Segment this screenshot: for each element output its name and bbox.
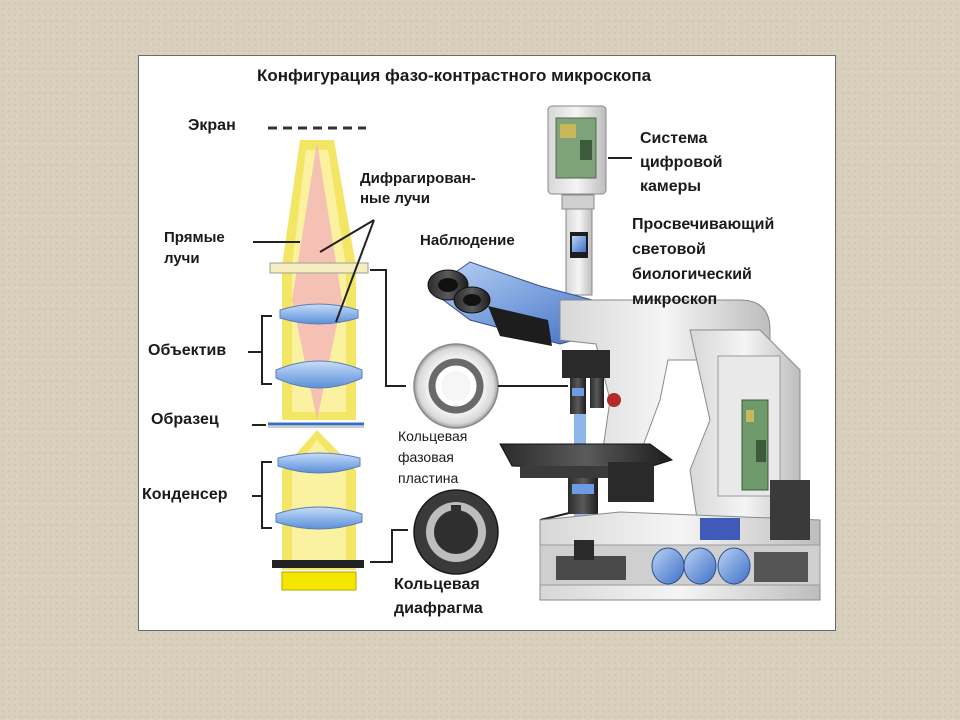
- label-screen: Экран: [188, 117, 236, 134]
- label-annular-line1: Кольцевая: [394, 576, 480, 593]
- objective-bracket: [261, 315, 272, 385]
- light-source: [281, 571, 357, 591]
- label-observation: Наблюдение: [420, 232, 515, 249]
- optical-schematic: [248, 126, 408, 591]
- annular-diaphragm-ring: [413, 489, 499, 575]
- diagram-title: Конфигурация фазо-контрастного микроскоп…: [257, 66, 652, 85]
- label-microscope-line4: микроскоп: [632, 291, 718, 308]
- label-microscope-line3: биологический: [632, 266, 752, 283]
- condenser-lens-bottom: [275, 506, 363, 530]
- diffracted-cone: [292, 142, 342, 420]
- label-specimen: Образец: [151, 411, 219, 428]
- label-phase-plate-line2: фазовая: [398, 449, 454, 465]
- label-microscope-line1: Просвечивающий: [632, 216, 775, 233]
- label-microscope-line2: световой: [632, 241, 706, 258]
- objective-lens-bottom: [275, 360, 363, 389]
- label-condenser: Конденсер: [142, 486, 228, 503]
- diaphragm-bar: [272, 560, 364, 568]
- objective-lens-top: [279, 303, 359, 325]
- label-diffracted-line1: Дифрагирован-: [360, 170, 476, 187]
- label-direct-line1: Прямые: [164, 229, 225, 246]
- phase-plate-bar: [269, 262, 369, 274]
- condenser-bracket: [261, 461, 272, 529]
- label-camera-line2: цифровой: [640, 154, 723, 171]
- label-diffracted-line2: ные лучи: [360, 190, 430, 207]
- label-direct-line2: лучи: [164, 250, 200, 267]
- label-camera-line1: Система: [640, 130, 708, 147]
- label-objective: Объектив: [148, 342, 227, 359]
- label-phase-plate-line3: пластина: [398, 470, 459, 486]
- label-phase-plate-line1: Кольцевая: [398, 428, 468, 444]
- label-camera-line3: камеры: [640, 178, 702, 195]
- phase-plate-ring: [413, 343, 499, 429]
- condenser-lens-top: [277, 452, 361, 474]
- label-annular-line2: диафрагма: [394, 600, 483, 617]
- microscope-illustration: [427, 105, 821, 601]
